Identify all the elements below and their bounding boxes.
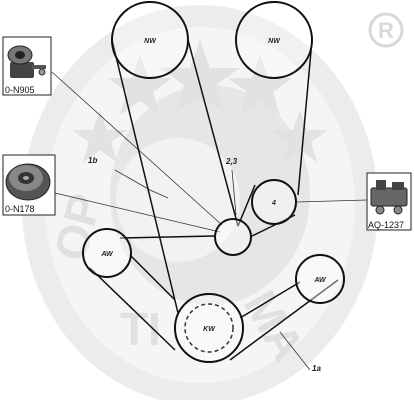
pulley-label-kw: KW [203, 326, 216, 333]
label-2-3: 2,3 [225, 157, 238, 166]
watermark-stars [72, 40, 328, 162]
timing-belt [89, 39, 339, 361]
part-code-aq-1237: AQ-1237 [368, 220, 404, 230]
pulley-kw: KW [174, 293, 244, 363]
label-1a: 1a [312, 364, 321, 373]
pulley-nw-right: NW [235, 1, 313, 79]
tensioner-pulley-icon [7, 45, 46, 78]
leader-lines [51, 71, 368, 371]
svg-text:R: R [378, 18, 394, 43]
pulley-label-nw-right: NW [268, 38, 281, 45]
svg-text:TI: TI [120, 303, 161, 355]
pulley-tensioner: 4 [251, 179, 297, 225]
pulley-aw-right: AW [295, 254, 345, 304]
pulley-label-tensioner: 4 [271, 200, 276, 207]
pulley-nw-left: NW [111, 1, 189, 79]
pulley-label-aw-right: AW [313, 277, 327, 284]
watermark-logo: OP MA TI R [22, 5, 404, 400]
pulley-label-nw-left: NW [144, 38, 157, 45]
part-code-0-n905: 0-N905 [5, 85, 35, 95]
registered-trademark-icon: R [368, 12, 404, 48]
part-box-0-n178[interactable]: 0-N178 [2, 154, 56, 216]
label-1b: 1b [88, 156, 97, 165]
pulley-label-aw-left: AW [100, 251, 114, 258]
water-pump-icon [370, 180, 408, 215]
idler-pulley-icon [5, 163, 51, 201]
part-box-0-n905[interactable]: 0-N905 [2, 36, 52, 96]
part-code-0-n178: 0-N178 [5, 204, 35, 214]
pulley-aw-left: AW [82, 228, 132, 278]
pulley-idler [214, 218, 252, 256]
part-box-aq-1237[interactable]: AQ-1237 [366, 172, 412, 231]
